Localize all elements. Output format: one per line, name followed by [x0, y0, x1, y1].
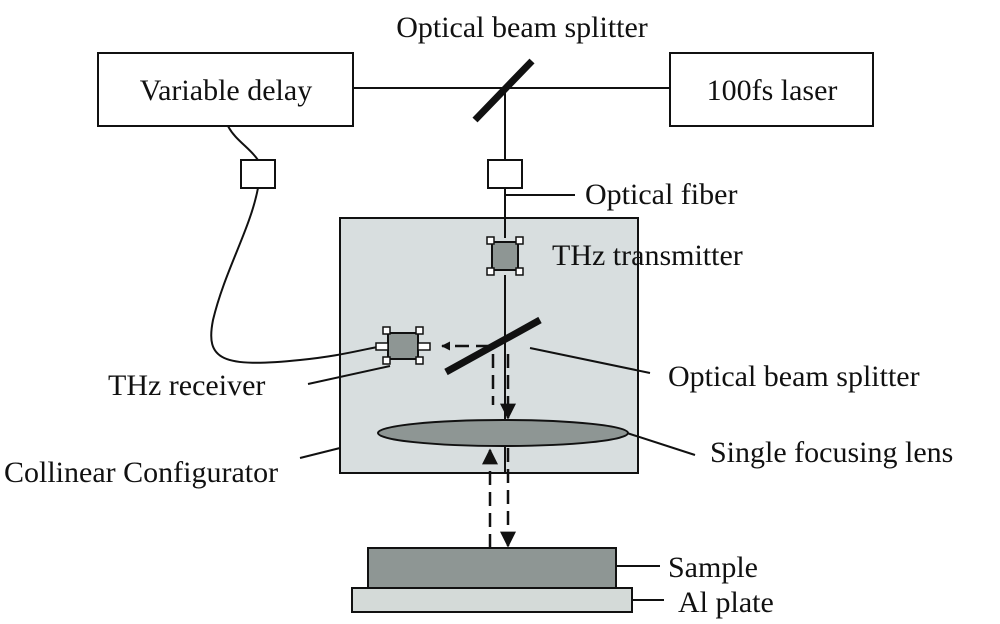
top-beam-splitter — [472, 58, 535, 123]
thz-receiver-leader — [307, 365, 391, 385]
laser-box — [669, 52, 874, 127]
thz-transmitter-label: THz transmitter — [552, 239, 743, 272]
fiber-coupler-to-receiver — [210, 187, 379, 364]
sample-label: Sample — [668, 551, 758, 584]
configurator-label: Collinear Configurator — [4, 456, 278, 489]
inner-beam-splitter-label: Optical beam splitter — [668, 360, 920, 393]
top-beam-splitter-label: Optical beam splitter — [396, 11, 648, 44]
fiber-coupler-left — [240, 159, 276, 189]
thz-transmitter — [486, 236, 524, 276]
laser-label: 100fs laser — [707, 74, 838, 107]
thz-receiver-label: THz receiver — [108, 369, 265, 402]
thz-receiver — [375, 326, 431, 365]
inner-beam-splitter-leader — [529, 347, 651, 374]
al-plate-label: Al plate — [678, 586, 774, 619]
focusing-lens-label: Single focusing lens — [710, 436, 953, 469]
optical-fiber-label: Optical fiber — [585, 178, 737, 211]
inner-beam-splitter — [444, 316, 542, 376]
focusing-lens-leader — [626, 432, 696, 456]
sample — [367, 547, 617, 589]
focusing-lens — [377, 419, 629, 447]
fiber-coupler-right — [487, 159, 523, 189]
al-plate — [351, 587, 633, 613]
variable-delay-label: Variable delay — [140, 74, 312, 107]
configurator-leader — [299, 447, 341, 459]
fiber-delay-to-coupler — [227, 125, 259, 161]
variable-delay-box — [97, 52, 354, 127]
